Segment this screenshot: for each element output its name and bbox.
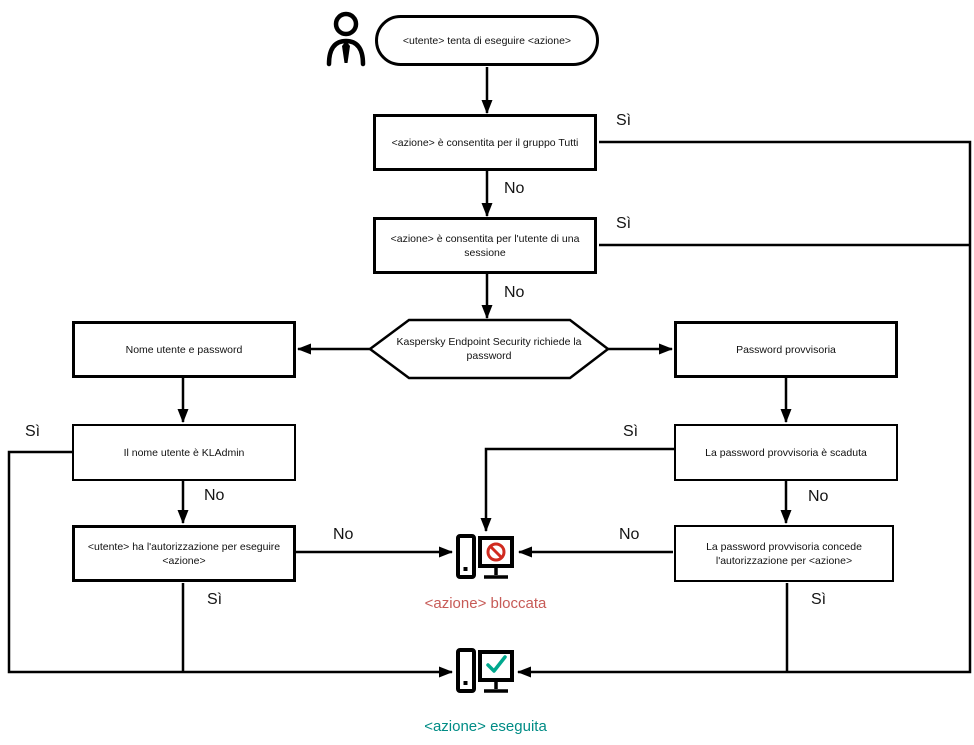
node-temp-password-label: Password provvisoria bbox=[736, 343, 836, 356]
caption-blocked: <azione> bloccata bbox=[424, 595, 547, 612]
edge-label-yes: Sì bbox=[616, 112, 632, 129]
node-start-label: <utente> tenta di eseguire <azione> bbox=[402, 34, 572, 47]
edge-label-no: No bbox=[204, 487, 225, 504]
edge-label-no: No bbox=[504, 284, 525, 301]
node-session-check: <azione> è consentita per l'utente di un… bbox=[373, 217, 597, 274]
node-kes-password-prompt-shape bbox=[367, 318, 611, 380]
node-temp-password: Password provvisoria bbox=[674, 321, 898, 378]
checkmark-icon bbox=[486, 655, 507, 673]
edge-label-yes: Sì bbox=[207, 591, 223, 608]
node-kes-password-prompt: Kaspersky Endpoint Security richiede la … bbox=[389, 321, 589, 377]
edge-label-yes: Sì bbox=[811, 591, 827, 608]
node-session-check-label: <azione> è consentita per l'utente di un… bbox=[390, 232, 580, 259]
node-kladmin-check-label: Il nome utente è KLAdmin bbox=[123, 446, 245, 459]
node-kladmin-check: Il nome utente è KLAdmin bbox=[72, 424, 296, 481]
edge-label-yes: Sì bbox=[616, 215, 632, 232]
node-temp-grants-check-label: La password provvisoria concede l'autori… bbox=[706, 540, 862, 567]
edge-expired-yes bbox=[480, 447, 674, 532]
edge-kladmin-yes-rail bbox=[7, 450, 453, 678]
person-icon bbox=[326, 11, 366, 67]
node-username-password: Nome utente e password bbox=[72, 321, 296, 378]
caption-executed: <azione> eseguita bbox=[424, 718, 547, 735]
node-temp-expired-check: La password provvisoria è scaduta bbox=[674, 424, 898, 481]
node-kes-password-prompt-label: Kaspersky Endpoint Security richiede la … bbox=[396, 336, 582, 362]
node-group-check-label: <azione> è consentita per il gruppo Tutt… bbox=[391, 136, 579, 149]
prohibition-icon bbox=[486, 542, 506, 562]
edge-label-no: No bbox=[808, 488, 829, 505]
edge-label-yes: Sì bbox=[25, 423, 41, 440]
node-temp-expired-check-label: La password provvisoria è scaduta bbox=[705, 446, 867, 459]
node-temp-grants-check: La password provvisoria concede l'autori… bbox=[674, 525, 894, 582]
connectors bbox=[7, 67, 972, 678]
node-user-authorized-check: <utente> ha l'autorizzazione per eseguir… bbox=[72, 525, 296, 582]
edge-label-no: No bbox=[333, 526, 354, 543]
edge-label-no: No bbox=[619, 526, 640, 543]
node-user-authorized-check-label: <utente> ha l'autorizzazione per eseguir… bbox=[87, 540, 281, 567]
node-start: <utente> tenta di eseguire <azione> bbox=[375, 15, 599, 66]
computer-check-icon bbox=[456, 648, 514, 693]
node-username-password-label: Nome utente e password bbox=[125, 343, 243, 356]
computer-blocked-icon bbox=[456, 534, 514, 579]
edge-label-yes: Sì bbox=[623, 423, 639, 440]
edge-group-yes-rail bbox=[517, 140, 972, 678]
edge-label-no: No bbox=[504, 180, 525, 197]
node-group-check: <azione> è consentita per il gruppo Tutt… bbox=[373, 114, 597, 171]
